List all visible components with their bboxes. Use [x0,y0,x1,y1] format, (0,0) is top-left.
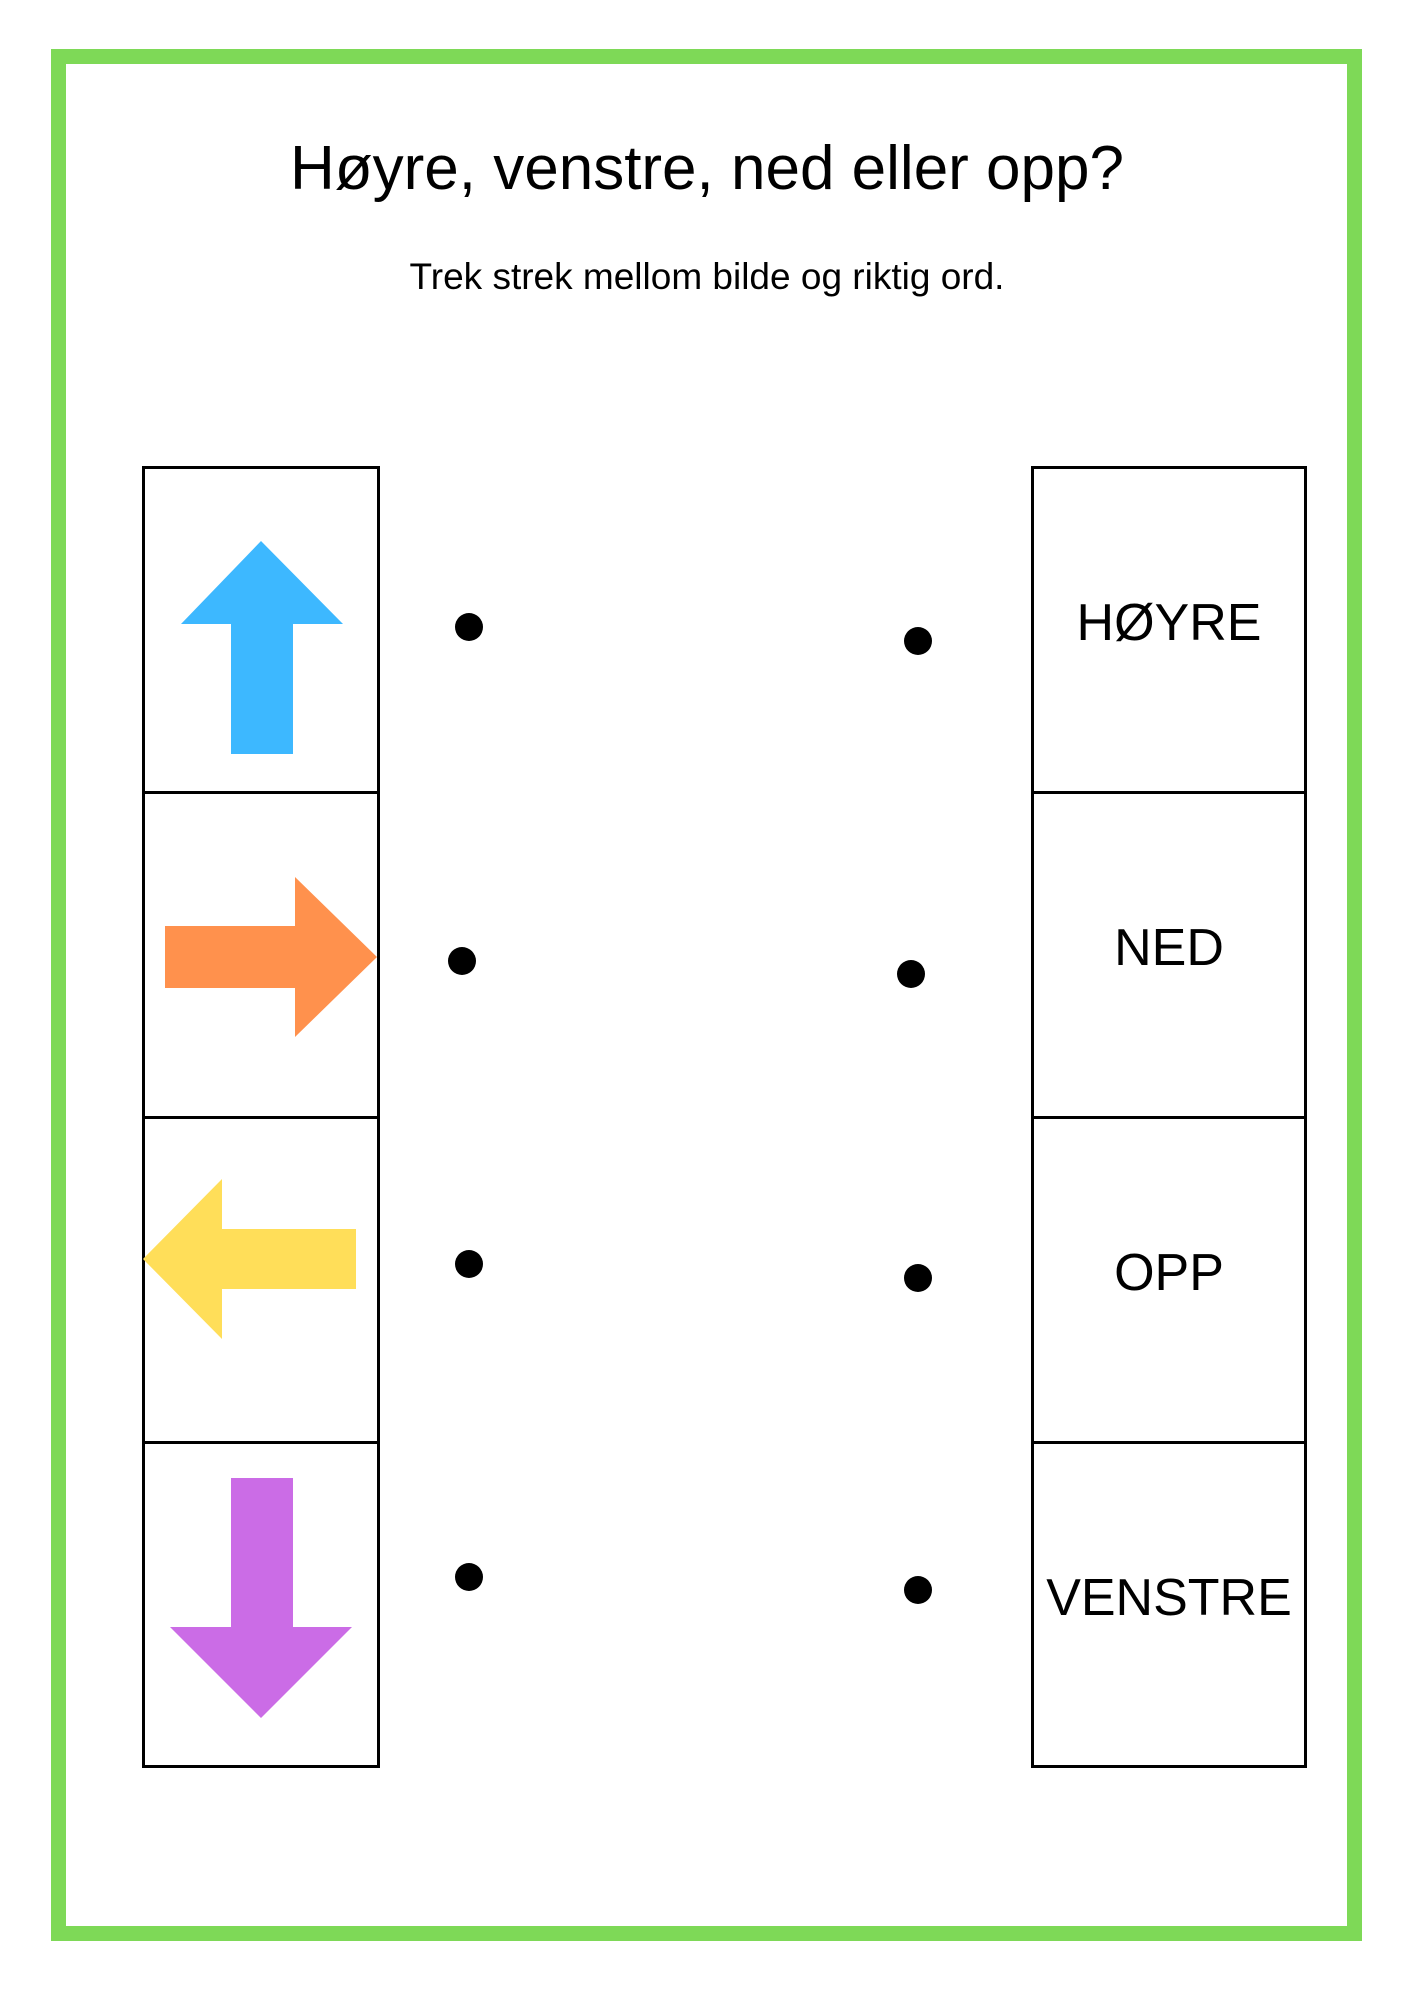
picture-column [142,466,380,1768]
word-dot-2[interactable] [897,960,925,988]
word-dot-3[interactable] [904,1264,932,1292]
word-column: HØYRE NED OPP VENSTRE [1031,466,1307,1768]
arrow-left-icon [143,1179,356,1339]
picture-cell-4 [145,1444,377,1769]
word-dot-1[interactable] [904,627,932,655]
word-cell-4: VENSTRE [1034,1444,1304,1769]
picture-cell-2 [145,794,377,1119]
word-cell-2: NED [1034,794,1304,1119]
arrow-right-icon [165,877,377,1037]
word-opp: OPP [1114,1244,1224,1302]
picture-cell-3 [143,1119,377,1444]
worksheet-title: Høyre, venstre, ned eller opp? [290,134,1124,203]
arrow-down-icon [170,1478,352,1718]
picture-dot-3[interactable] [455,1250,483,1278]
word-hoyre: HØYRE [1076,594,1262,652]
worksheet-instruction: Trek strek mellom bilde og riktig ord. [409,256,1005,297]
word-ned: NED [1114,919,1224,977]
word-dot-4[interactable] [904,1576,932,1604]
picture-cell-1 [145,469,377,794]
picture-dot-4[interactable] [455,1563,483,1591]
arrow-up-icon [181,541,343,754]
word-cell-1: HØYRE [1034,469,1304,794]
picture-dot-1[interactable] [455,613,483,641]
word-cell-3: OPP [1034,1119,1304,1444]
picture-dot-2[interactable] [448,947,476,975]
word-venstre: VENSTRE [1046,1569,1292,1627]
page-border [51,49,1362,1941]
